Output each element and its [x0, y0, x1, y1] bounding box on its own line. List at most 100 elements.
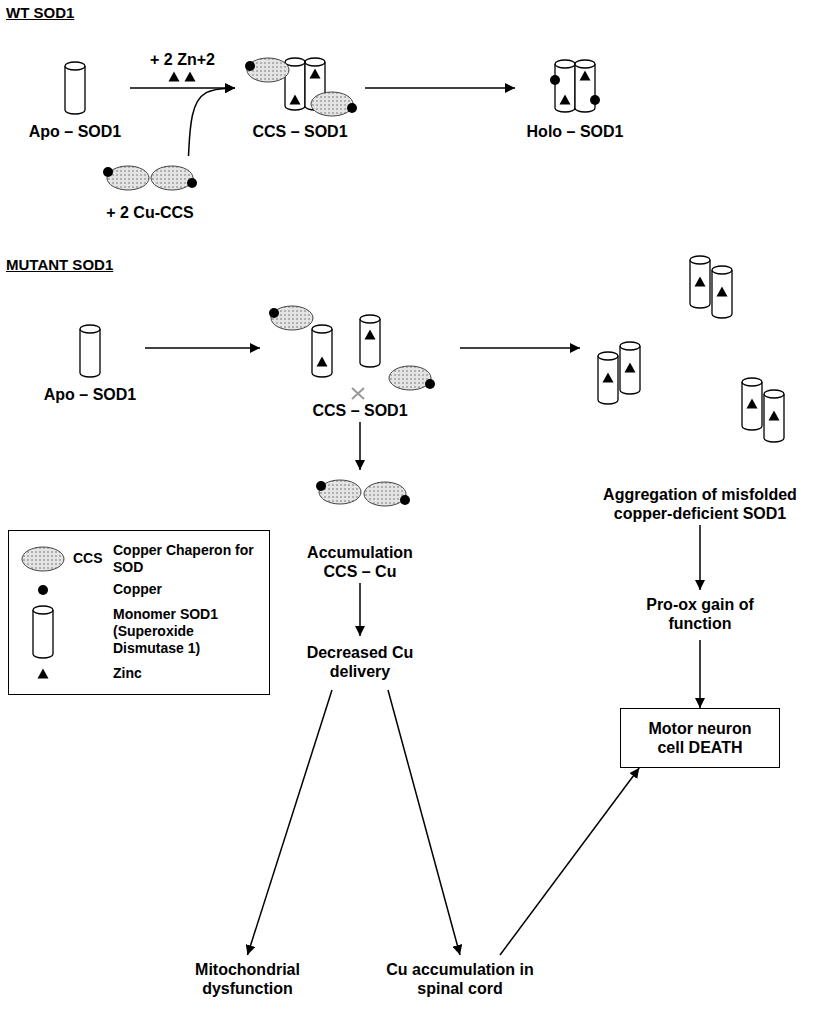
zinc-sample [38, 668, 49, 678]
ccs-chaperone [107, 166, 149, 190]
sod1-monomer [575, 60, 595, 112]
zinc-ion [365, 330, 376, 340]
copper-ion [550, 75, 560, 85]
copper-ion [245, 61, 255, 71]
legend-sample [17, 604, 73, 660]
ccs-chaperone [364, 482, 406, 506]
legend-key-cell: CCS [73, 550, 113, 567]
legend-sample [17, 581, 73, 599]
stage-node: Cu accumulation in spinal cord [380, 955, 540, 1005]
node-text: Motor neuron cell DEATH [635, 719, 765, 757]
arrow-connector [365, 87, 515, 89]
node-text: Apo – SOD1 [29, 122, 121, 141]
ccs-sample [22, 547, 64, 571]
arrow-connector [699, 525, 701, 590]
stage-node: Mitochondrial dysfunction [180, 955, 315, 1005]
arrow-connector [189, 88, 236, 156]
zinc-ion [317, 357, 328, 367]
sod1-monomer [598, 352, 618, 404]
legend-text: Monomer SOD1 (Superoxide Dismutase 1) [113, 606, 261, 656]
copper-ion [103, 167, 113, 177]
legend-sample [17, 665, 73, 683]
node-text: Decreased Cu delivery [294, 643, 426, 681]
legend-row: Monomer SOD1 (Superoxide Dismutase 1) [17, 604, 261, 660]
zinc-ion [747, 399, 758, 409]
ccs-chaperone [151, 166, 193, 190]
legend-row: Copper [17, 581, 261, 599]
zinc-ion [717, 287, 728, 297]
sod1-monomer [80, 325, 100, 377]
sod1-monomer [360, 315, 380, 367]
node-text: Accumulation CCS – Cu [294, 543, 426, 581]
copper-ion [187, 178, 197, 188]
ccs-chaperone [247, 58, 289, 82]
stage-node: Apo – SOD1 [35, 318, 145, 406]
copper-ion [400, 495, 410, 505]
zinc-ion [769, 411, 780, 421]
arrow-connector [699, 640, 701, 708]
sod1-monomer [764, 390, 784, 442]
legend-row: CCSCopper Chaperon for SOD [17, 542, 261, 576]
stage-node: CCS – SOD1 [235, 50, 365, 143]
legend-sample [17, 544, 73, 574]
sod1-monomer [65, 62, 85, 114]
stage-node: Aggregation of misfolded copper-deficien… [580, 245, 820, 525]
zinc-ion [185, 72, 196, 82]
arrow-connector [500, 768, 639, 955]
zinc-ion [603, 373, 614, 383]
copper-ion [347, 103, 357, 113]
node-text: CCS – SOD1 [312, 401, 407, 420]
stage-node: Decreased Cu delivery [290, 636, 430, 690]
monomer-sample [33, 606, 53, 658]
node-text: Cu accumulation in spinal cord [384, 960, 536, 998]
stage-node: CCS – SOD1 [260, 300, 460, 422]
zinc-ion [310, 69, 321, 79]
legend-text: Copper Chaperon for SOD [113, 542, 261, 576]
node-text: CCS – SOD1 [252, 122, 347, 141]
blocked-mark [352, 388, 364, 399]
ccs-chaperone [311, 92, 353, 116]
arrow-connector [248, 690, 333, 955]
copper-ion [425, 379, 435, 389]
sod1-monomer [620, 342, 640, 394]
section-heading: MUTANT SOD1 [6, 256, 113, 274]
node-text: Pro-ox gain of function [629, 595, 771, 633]
arrow-connector [388, 690, 460, 955]
legend-text: Zinc [113, 665, 261, 682]
stage-node: Holo – SOD1 [515, 50, 635, 143]
node-text: Mitochondrial dysfunction [184, 960, 311, 998]
legend-key: CCS [73, 550, 113, 567]
zinc-ion [580, 71, 591, 81]
stage-node: Apo – SOD1 [20, 55, 130, 143]
node-text: Aggregation of misfolded copper-deficien… [584, 485, 816, 523]
sod1-monomer [312, 325, 332, 377]
zinc-ion [560, 95, 571, 105]
arrow-connector [359, 422, 361, 470]
sod1-monomer [555, 60, 575, 112]
edge-label: + 2 Zn+2 [148, 50, 217, 69]
node-text: Apo – SOD1 [44, 385, 136, 404]
legend-row: Zinc [17, 665, 261, 683]
stage-node: Accumulation CCS – Cu [290, 470, 430, 583]
zinc-ion [695, 277, 706, 287]
stage-node: + 2 Cu-CCS [95, 156, 205, 224]
arrow-connector [359, 583, 361, 636]
node-text: + 2 Cu-CCS [106, 203, 194, 222]
copper-ion [269, 308, 279, 318]
ccs-chaperone [389, 366, 431, 390]
outcome-box: Motor neuron cell DEATH [620, 708, 780, 768]
section-heading: WT SOD1 [6, 4, 74, 22]
legend-text: Copper [113, 581, 261, 598]
sod1-monomer [742, 378, 762, 430]
stage-node: Pro-ox gain of function [625, 590, 775, 640]
sod1-monomer [712, 266, 732, 318]
legend-box: CCSCopper Chaperon for SOD CopperMonomer … [8, 530, 270, 695]
copper-sample [38, 585, 48, 595]
arrow-connector [145, 347, 260, 349]
sod1-monomer [690, 256, 710, 308]
copper-ion [590, 95, 600, 105]
copper-ion [316, 481, 326, 491]
zinc-ion [169, 72, 180, 82]
arrow-connector [460, 347, 580, 349]
zinc-ion [290, 95, 301, 105]
